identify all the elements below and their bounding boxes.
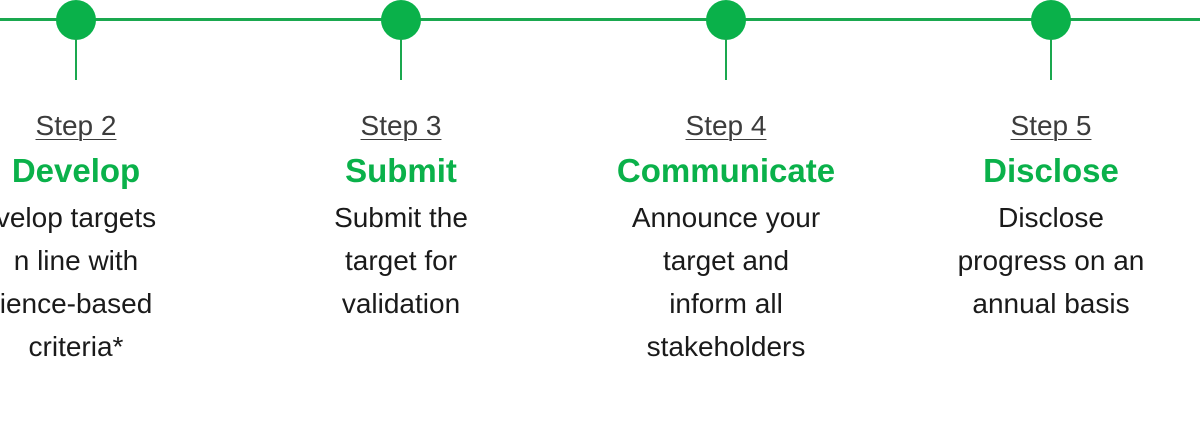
timeline-connector bbox=[1050, 38, 1052, 80]
timeline-node bbox=[706, 0, 746, 40]
timeline-line bbox=[0, 18, 1200, 21]
step-label: Step 4 bbox=[685, 110, 767, 141]
step-description: Announce your target and inform all stak… bbox=[631, 202, 821, 362]
timeline-connector bbox=[725, 38, 727, 80]
step-title: Communicate bbox=[616, 152, 836, 189]
step-description: velop targets n line with ience-based cr… bbox=[0, 202, 157, 362]
step-label: Step 3 bbox=[360, 110, 442, 141]
step-title: Disclose bbox=[983, 152, 1119, 189]
timeline-connector bbox=[400, 38, 402, 80]
step-description: Disclose progress on an annual basis bbox=[957, 202, 1145, 319]
timeline-node bbox=[1031, 0, 1071, 40]
step-title: Submit bbox=[345, 152, 457, 189]
timeline-node bbox=[381, 0, 421, 40]
step-label: Step 2 bbox=[35, 110, 117, 141]
timeline-node bbox=[56, 0, 96, 40]
step-description: Submit the target for validation bbox=[334, 202, 468, 319]
step-label: Step 5 bbox=[1010, 110, 1092, 141]
step-title: Develop bbox=[11, 152, 141, 189]
timeline-connector bbox=[75, 38, 77, 80]
